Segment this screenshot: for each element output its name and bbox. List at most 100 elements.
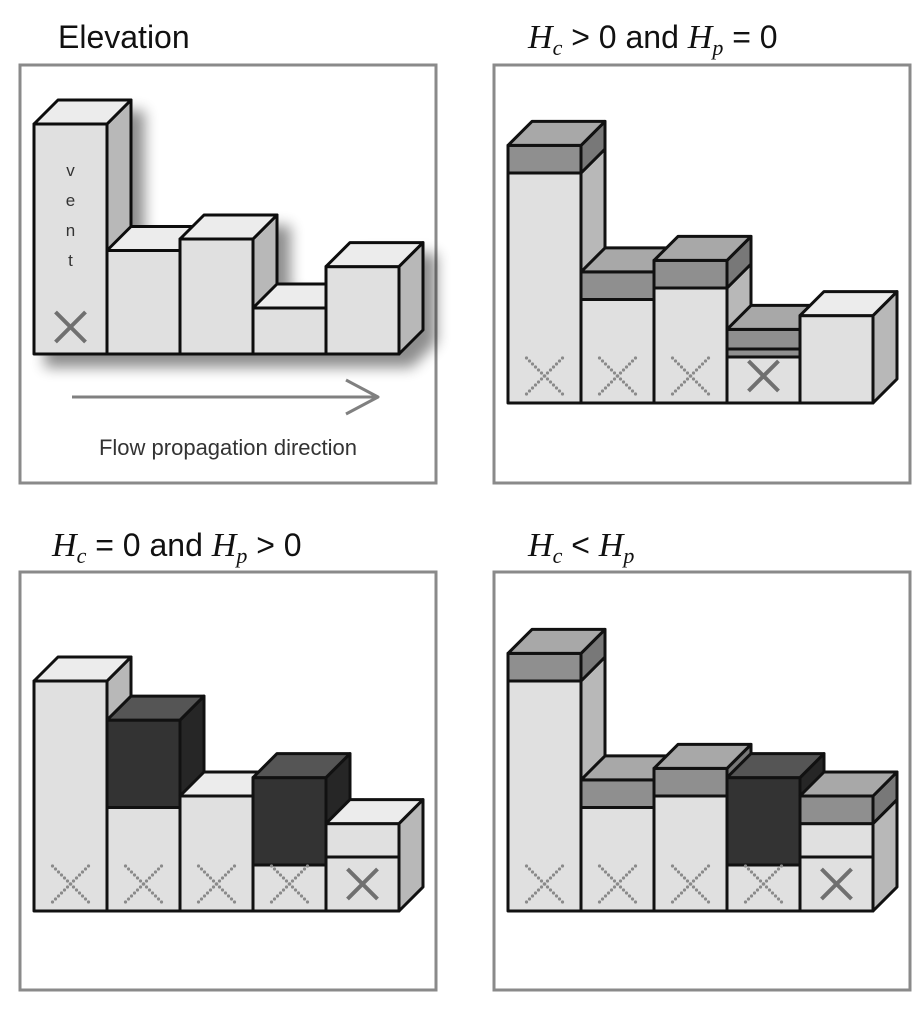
column-top (652, 234, 753, 262)
column-face (579, 298, 656, 405)
dotted-x-marker (670, 864, 711, 904)
column-top (324, 798, 425, 826)
column-top (324, 241, 425, 269)
column-face (798, 822, 875, 913)
panel-hc-pos-hp-zero: Hc > 0 and Hp = 0 (492, 19, 912, 485)
flow-direction-arrow (72, 378, 380, 416)
panel-title: Elevation (58, 19, 190, 55)
title-part: p (621, 543, 634, 568)
column-top (105, 694, 206, 722)
column-face (251, 306, 328, 356)
column-face (105, 806, 182, 913)
deposit-layer (105, 718, 182, 809)
column-face (652, 794, 729, 913)
column-face (324, 265, 401, 356)
dotted-x-marker (524, 356, 565, 396)
column-5 (798, 770, 899, 913)
panel-hc-zero-hp-pos: Hc = 0 and Hp > 0 (18, 527, 438, 992)
flow-layer (506, 143, 583, 175)
column-top (506, 627, 607, 655)
column-face (506, 171, 583, 405)
title-part: c (553, 543, 563, 568)
column-group (32, 655, 425, 913)
column-group (506, 119, 899, 405)
column-top (725, 752, 826, 780)
title-part: p (234, 543, 247, 568)
vent-label-letter: t (68, 251, 73, 270)
title-part: < (562, 527, 598, 563)
column-top (178, 213, 279, 241)
vent-x-marker (54, 310, 87, 344)
flow-layer (798, 794, 875, 826)
title-part: = 0 and (86, 527, 211, 563)
vent-label-letter: e (66, 191, 75, 210)
title-part: > 0 and (562, 19, 687, 55)
column-5 (324, 241, 425, 356)
title-part: H (51, 527, 79, 564)
column-top (251, 752, 352, 780)
dotted-x-marker (269, 864, 310, 904)
title-part: Elevation (58, 19, 190, 55)
flow-layer (652, 766, 729, 798)
title-part: p (710, 35, 723, 60)
title-part: H (687, 19, 715, 56)
column-face (105, 249, 182, 356)
dotted-x-marker (670, 356, 711, 396)
panel-title: Hc > 0 and Hp = 0 (527, 19, 778, 60)
panel-title: Hc < Hp (527, 527, 634, 568)
column-face (652, 286, 729, 405)
column-top (32, 655, 133, 683)
dotted-x-marker (743, 864, 784, 904)
dotted-x-marker (196, 864, 237, 904)
deposit-layer (725, 776, 802, 867)
column-group (506, 627, 899, 913)
column-face (324, 822, 401, 913)
dotted-x-marker (50, 864, 91, 904)
title-part: c (77, 543, 87, 568)
column-face (178, 794, 255, 913)
column-top (798, 770, 899, 798)
dotted-x-marker (597, 356, 638, 396)
dotted-x-marker (597, 864, 638, 904)
column-face (178, 237, 255, 356)
vent-x-marker (820, 867, 853, 901)
title-part: > 0 (247, 527, 301, 563)
column-5 (798, 290, 899, 405)
panel-hc-lt-hp: Hc < Hp (492, 527, 912, 992)
column-4 (251, 752, 352, 913)
vent-label-letter: v (66, 161, 75, 180)
flow-layer (579, 270, 656, 301)
column-face (251, 863, 328, 913)
column-face (725, 355, 802, 405)
column-face (798, 314, 875, 405)
column-group (32, 98, 425, 356)
column-5 (324, 798, 425, 913)
column-face (579, 806, 656, 913)
column-top (652, 742, 753, 770)
column-face (725, 863, 802, 913)
column-top (506, 119, 607, 147)
title-part: H (211, 527, 239, 564)
title-part: c (553, 35, 563, 60)
dotted-x-marker (524, 864, 565, 904)
title-part: H (527, 19, 555, 56)
column-top (32, 98, 133, 126)
title-part: = 0 (723, 19, 777, 55)
column-top (798, 290, 899, 318)
flow-direction-label: Flow propagation direction (99, 435, 357, 460)
title-part: H (527, 527, 555, 564)
column-face (32, 679, 109, 913)
vent-x-marker (346, 867, 379, 901)
vent-x-marker (747, 359, 780, 393)
deposit-layer (251, 776, 328, 867)
dotted-x-marker (123, 864, 164, 904)
title-part: H (598, 527, 626, 564)
vent-label-letter: n (66, 221, 75, 240)
flow-layer (506, 651, 583, 683)
panel-title: Hc = 0 and Hp > 0 (51, 527, 302, 568)
flow-layer (725, 327, 802, 359)
flow-layer (579, 778, 656, 810)
column-face (32, 122, 109, 356)
